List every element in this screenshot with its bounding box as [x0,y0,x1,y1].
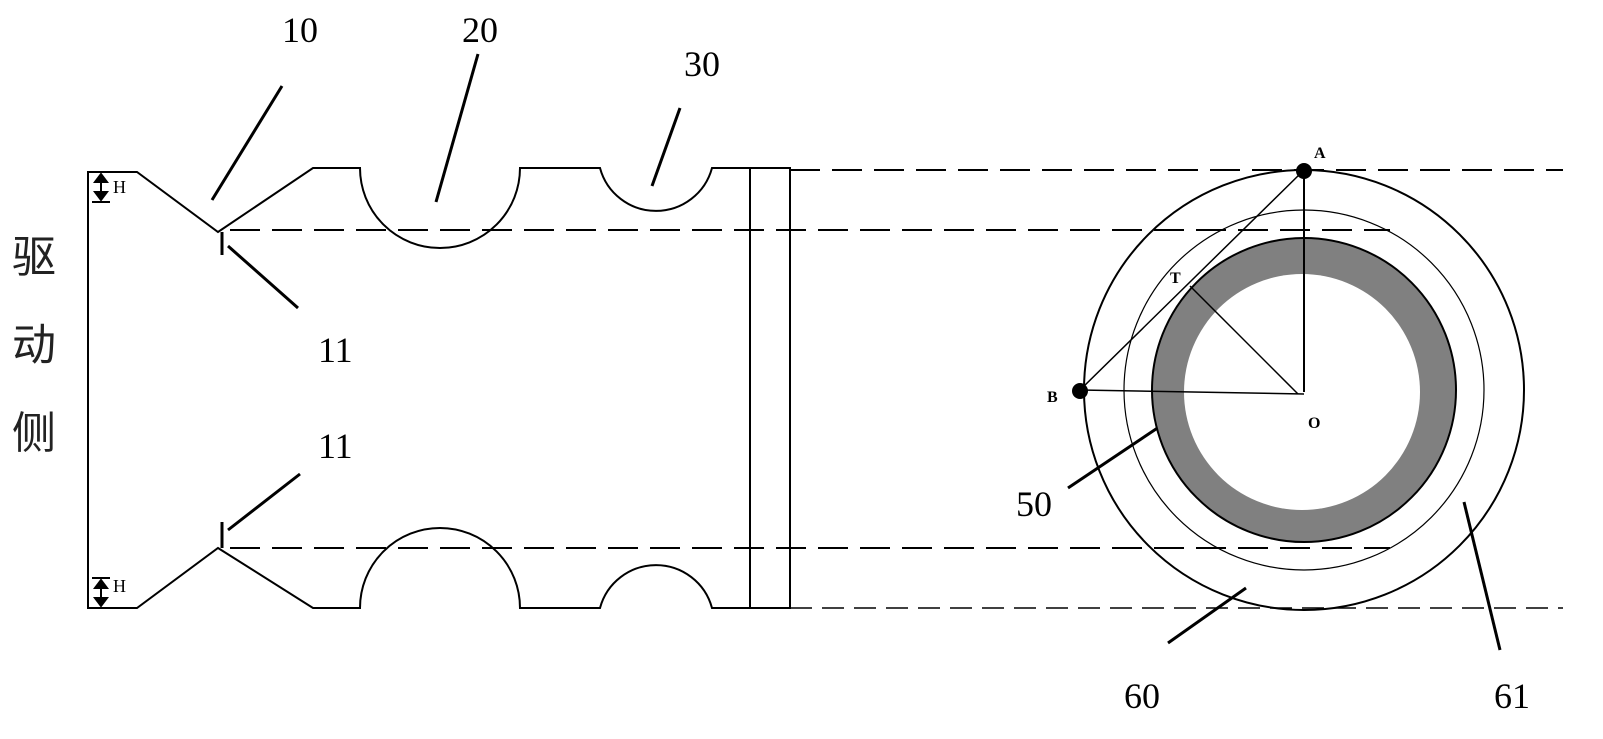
leader-60 [1167,586,1247,645]
line-O-T [1189,285,1299,395]
h-label-top: H [113,177,126,197]
leader-10 [210,85,284,201]
label-61: 61 [1494,676,1530,716]
drive-side-char-1: 驱 [12,232,56,283]
h-dimension-bottom [92,577,110,609]
inner-white-circle [1184,274,1420,510]
point-label-B: B [1047,389,1058,406]
label-60: 60 [1124,676,1160,716]
leader-61 [1462,501,1502,651]
drive-side-char-2: 动 [12,320,56,371]
line-A-B [1079,169,1305,391]
leader-20 [434,53,480,203]
point-label-O: O [1308,415,1320,432]
drive-side-char-3: 侧 [12,408,56,459]
point-B [1072,383,1088,399]
label-20: 20 [462,10,498,50]
h-label-bottom: H [113,576,126,596]
label-50: 50 [1016,484,1052,524]
leader-11-top [227,244,299,310]
point-label-A: A [1314,145,1326,162]
point-A [1296,163,1312,179]
label-11-top: 11 [318,330,353,370]
h-dimension-top [92,171,110,203]
label-30: 30 [684,44,720,84]
part-profile-outline [87,167,791,609]
leader-30 [650,107,682,187]
line-O-B [1079,389,1305,395]
point-label-T: T [1170,270,1181,287]
leader-11-bottom [227,472,301,532]
label-11-bottom: 11 [318,426,353,466]
label-10: 10 [282,10,318,50]
leader-50 [1067,423,1163,490]
